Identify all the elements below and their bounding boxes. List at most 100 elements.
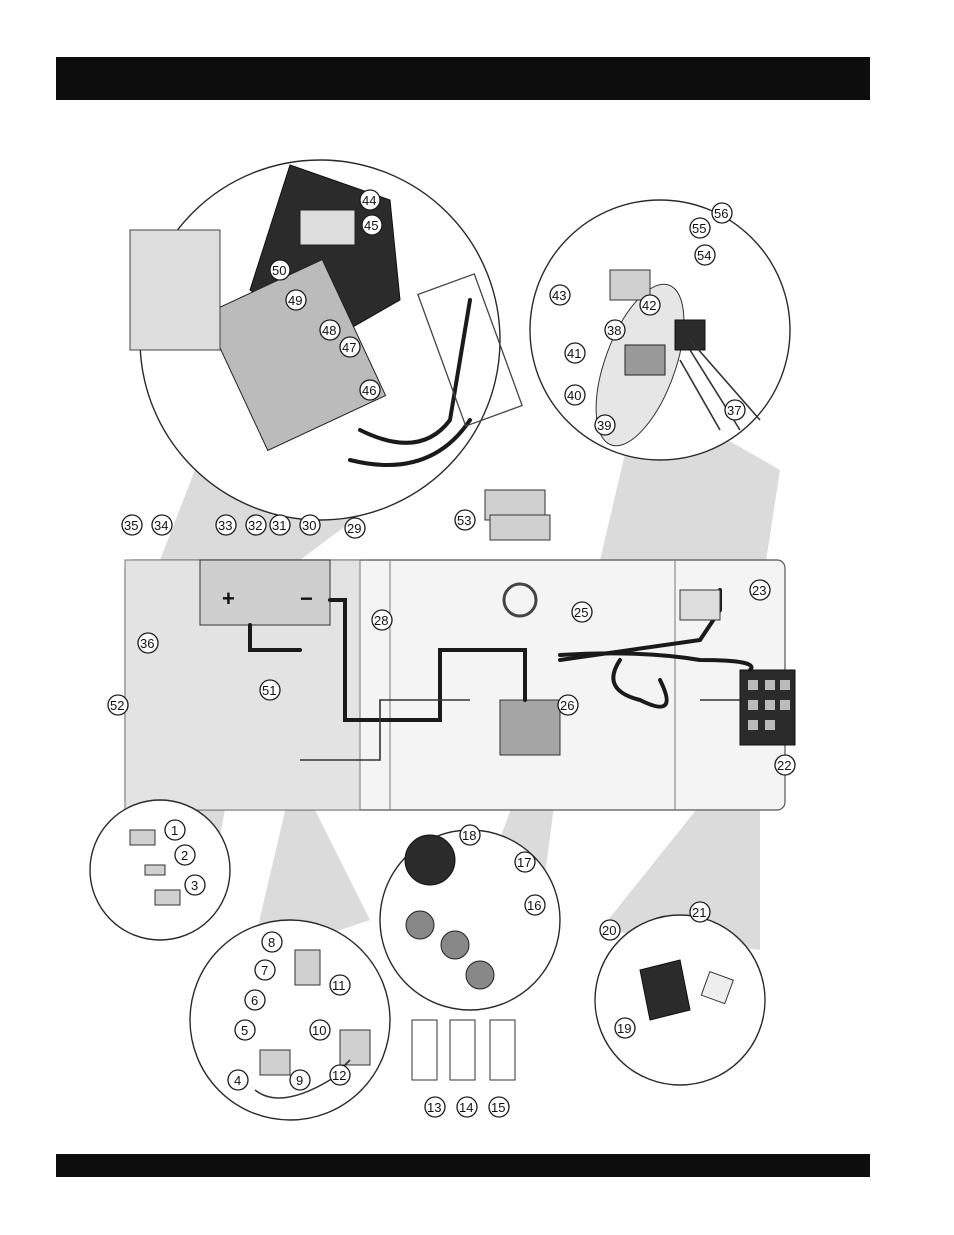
svg-text:11: 11 <box>332 978 346 993</box>
pin-15 <box>490 1020 515 1080</box>
callout-56: 56 <box>712 203 732 223</box>
svg-text:41: 41 <box>567 346 581 361</box>
callout-4: 4 <box>228 1070 248 1090</box>
callout-1: 1 <box>165 820 185 840</box>
callout-3: 3 <box>185 875 205 895</box>
callout-14: 14 <box>457 1097 477 1117</box>
callout-17: 17 <box>515 852 535 872</box>
svg-text:42: 42 <box>642 298 656 313</box>
callout-51: 51 <box>260 680 280 700</box>
svg-text:48: 48 <box>322 323 336 338</box>
svg-text:26: 26 <box>560 698 574 713</box>
callout-48: 48 <box>320 320 340 340</box>
pin-13 <box>412 1020 437 1080</box>
callout-20: 20 <box>600 920 620 940</box>
svg-text:19: 19 <box>617 1021 631 1036</box>
svg-text:34: 34 <box>154 518 168 533</box>
callout-28: 28 <box>372 610 392 630</box>
callout-50: 50 <box>270 260 290 280</box>
connector-body <box>625 345 665 375</box>
svg-text:20: 20 <box>602 923 616 938</box>
svg-text:13: 13 <box>427 1100 441 1115</box>
sensor-detail <box>90 800 230 940</box>
connector-plug <box>675 320 705 350</box>
callout-45: 45 <box>362 215 382 235</box>
callout-39: 39 <box>595 415 615 435</box>
callout-40: 40 <box>565 385 585 405</box>
svg-text:46: 46 <box>362 383 376 398</box>
svg-text:37: 37 <box>727 403 741 418</box>
svg-text:32: 32 <box>248 518 262 533</box>
callout-31: 31 <box>270 515 290 535</box>
callout-30: 30 <box>300 515 320 535</box>
callout-42: 42 <box>640 295 660 315</box>
callout-55: 55 <box>690 218 710 238</box>
relay-module <box>300 210 355 245</box>
svg-text:54: 54 <box>697 248 711 263</box>
svg-text:3: 3 <box>191 878 198 893</box>
terminal-block <box>680 590 720 620</box>
connector-detail <box>530 200 790 460</box>
svg-text:51: 51 <box>262 683 276 698</box>
svg-text:40: 40 <box>567 388 581 403</box>
generator-frame: + − <box>125 560 795 810</box>
callout-47: 47 <box>340 337 360 357</box>
switch-housing <box>610 270 650 300</box>
svg-text:52: 52 <box>110 698 124 713</box>
svg-text:36: 36 <box>140 636 154 651</box>
svg-text:28: 28 <box>374 613 388 628</box>
svg-text:5: 5 <box>241 1023 248 1038</box>
callout-43: 43 <box>550 285 570 305</box>
connector-pins-group <box>485 490 550 540</box>
callout-44: 44 <box>360 190 380 210</box>
callout-13: 13 <box>425 1097 445 1117</box>
svg-text:12: 12 <box>332 1068 346 1083</box>
svg-text:39: 39 <box>597 418 611 433</box>
svg-text:4: 4 <box>234 1073 241 1088</box>
callout-6: 6 <box>245 990 265 1010</box>
svg-text:50: 50 <box>272 263 286 278</box>
svg-text:44: 44 <box>362 193 376 208</box>
callout-34: 34 <box>152 515 172 535</box>
callout-52: 52 <box>108 695 128 715</box>
callout-11: 11 <box>330 975 350 995</box>
callout-33: 33 <box>216 515 236 535</box>
callout-29: 29 <box>345 518 365 538</box>
svg-text:8: 8 <box>268 935 275 950</box>
svg-text:10: 10 <box>312 1023 326 1038</box>
callout-38: 38 <box>605 320 625 340</box>
callout-37: 37 <box>725 400 745 420</box>
callout-46: 46 <box>360 380 380 400</box>
svg-text:30: 30 <box>302 518 316 533</box>
svg-text:16: 16 <box>527 898 541 913</box>
svg-text:31: 31 <box>272 518 286 533</box>
footer-bar <box>56 1154 870 1177</box>
callout-10: 10 <box>310 1020 330 1040</box>
svg-text:14: 14 <box>459 1100 473 1115</box>
callout-25: 25 <box>572 602 592 622</box>
svg-text:1: 1 <box>171 823 178 838</box>
callout-12: 12 <box>330 1065 350 1085</box>
svg-text:7: 7 <box>261 963 268 978</box>
svg-text:38: 38 <box>607 323 621 338</box>
pin-14 <box>450 1020 475 1080</box>
svg-text:18: 18 <box>462 828 476 843</box>
callout-23: 23 <box>750 580 770 600</box>
svg-text:43: 43 <box>552 288 566 303</box>
callout-32: 32 <box>246 515 266 535</box>
callout-19: 19 <box>615 1018 635 1038</box>
engine-block <box>130 230 220 350</box>
callout-22: 22 <box>775 755 795 775</box>
svg-text:29: 29 <box>347 521 361 536</box>
svg-text:35: 35 <box>124 518 138 533</box>
engine-wiring-detail <box>130 160 522 520</box>
svg-text:47: 47 <box>342 340 356 355</box>
svg-text:55: 55 <box>692 221 706 236</box>
svg-text:53: 53 <box>457 513 471 528</box>
svg-text:45: 45 <box>364 218 378 233</box>
socket-18 <box>405 835 455 885</box>
callout-5: 5 <box>235 1020 255 1040</box>
svg-text:49: 49 <box>288 293 302 308</box>
callout-49: 49 <box>286 290 306 310</box>
starter-detail <box>190 920 390 1120</box>
